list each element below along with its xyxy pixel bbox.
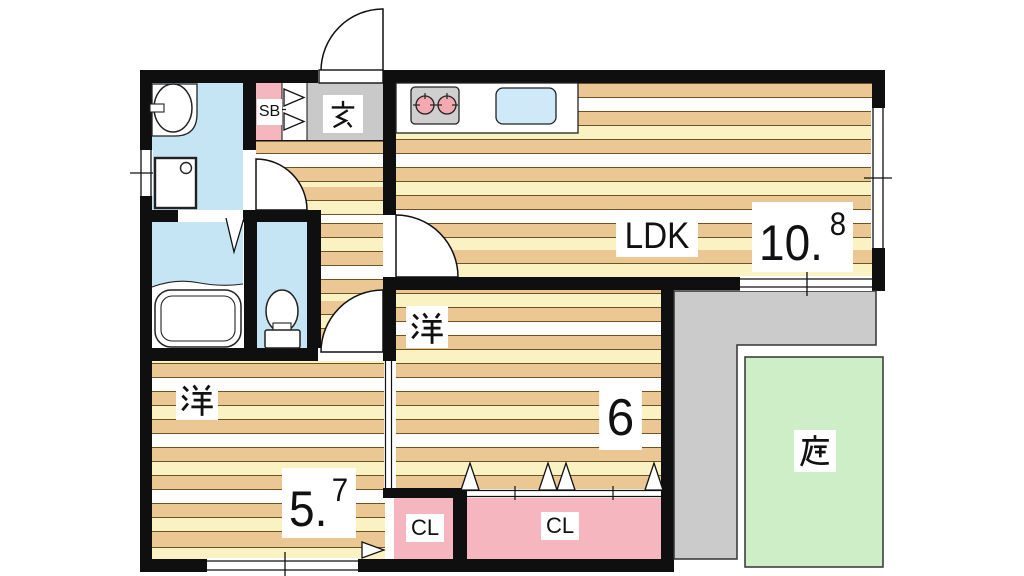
wall (243, 83, 256, 150)
veranda-area (673, 290, 877, 560)
wall (358, 559, 674, 572)
wall (140, 196, 152, 572)
room-divider (384, 361, 393, 488)
wall (453, 488, 467, 559)
wall (140, 70, 152, 150)
closet-small-label: CL (406, 514, 445, 542)
wall (307, 210, 321, 348)
shoebox-label: SB (257, 99, 282, 125)
toilet-area (257, 222, 307, 348)
you-kanji-icon (411, 312, 443, 344)
wall (383, 83, 396, 215)
room-left-label (176, 378, 218, 420)
wall (244, 210, 257, 348)
wall (383, 70, 885, 83)
wall (140, 70, 318, 83)
entrance-door-swing-icon (318, 8, 384, 84)
entrance-label (323, 95, 363, 133)
wall (872, 248, 885, 291)
niwa-kanji-icon (799, 435, 829, 467)
closet-large-label: CL (541, 512, 580, 540)
hall-upper-floor (256, 140, 383, 215)
washroom-area (152, 83, 243, 210)
ldk-size-label: 10.8 (752, 202, 854, 272)
room-center-size-label: 6 (599, 386, 642, 450)
wall (243, 210, 321, 222)
wall (872, 70, 885, 108)
bathroom-area (152, 222, 243, 348)
wall (396, 277, 740, 290)
room-center-label (406, 306, 448, 348)
wall (383, 277, 396, 361)
wall (661, 277, 674, 572)
wall (383, 488, 463, 498)
you-kanji-icon (181, 384, 213, 416)
genkan-kanji-icon (331, 100, 355, 129)
wall (140, 348, 318, 361)
ldk-label: LDK (616, 214, 698, 257)
hall-lower-floor (321, 215, 383, 348)
room-left-size-label: 5.7 (282, 468, 356, 538)
wall (140, 559, 207, 572)
wall (152, 210, 178, 222)
garden-label (794, 430, 836, 472)
window-icon (130, 150, 153, 196)
